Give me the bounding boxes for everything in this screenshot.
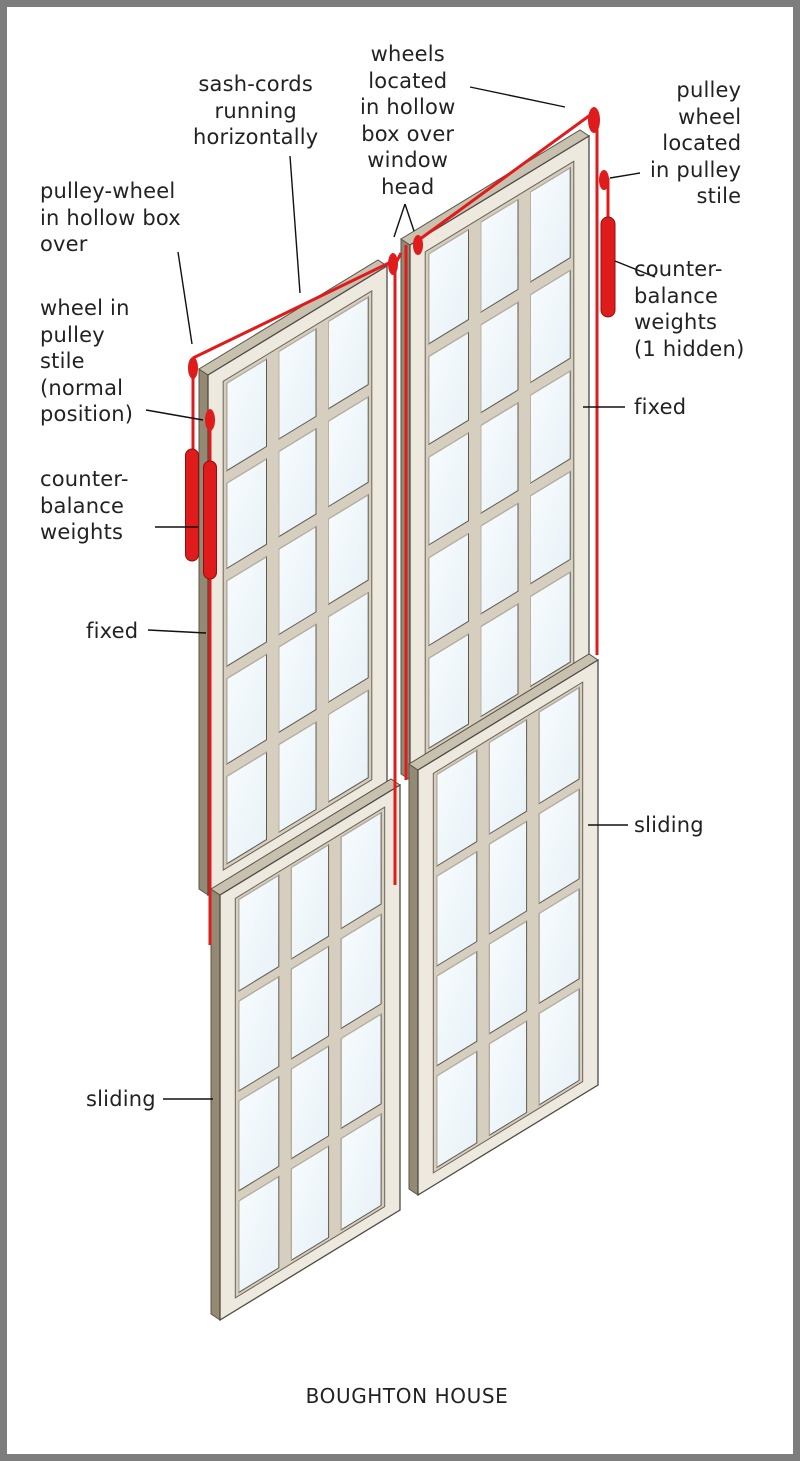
sash-windows bbox=[198, 129, 599, 1322]
leader-line bbox=[177, 251, 193, 345]
window-illustration bbox=[145, 86, 656, 1322]
label-fixed-right: fixed bbox=[634, 395, 687, 419]
leader-line bbox=[404, 203, 415, 232]
label-wheels-hollow-box: wheels located in hollow box over window… bbox=[360, 42, 456, 199]
leader-line bbox=[609, 172, 641, 179]
left-fixed-sash bbox=[198, 259, 388, 897]
label-fixed-left: fixed bbox=[86, 619, 139, 643]
pulley-wheel bbox=[413, 235, 423, 255]
counter-balance-weight bbox=[185, 448, 199, 562]
leader-line bbox=[289, 155, 301, 294]
pulley-wheel bbox=[599, 170, 609, 190]
sash-cord bbox=[415, 111, 594, 244]
sash-cord bbox=[192, 259, 394, 360]
caption-boughton-house: BOUGHTON HOUSE bbox=[305, 1384, 509, 1408]
right-fixed-sash bbox=[400, 129, 590, 782]
leader-line bbox=[469, 86, 566, 108]
leader-line bbox=[614, 260, 656, 278]
counter-balance-weight bbox=[600, 216, 616, 318]
label-pulley-wheel-located: pulley wheel located in pulley stile bbox=[650, 78, 742, 208]
sash-cords-and-weights bbox=[185, 107, 616, 945]
left-sliding-sash bbox=[210, 778, 401, 1322]
pulley-wheel bbox=[188, 357, 198, 379]
label-sliding-left: sliding bbox=[86, 1087, 156, 1111]
label-counter-balance-weights-left: counter- balance weights bbox=[40, 467, 129, 544]
pulley-wheel bbox=[388, 253, 398, 275]
leader-line bbox=[145, 409, 204, 421]
leader-line bbox=[147, 629, 207, 634]
right-sliding-sash bbox=[408, 653, 599, 1197]
pulley-wheel bbox=[588, 107, 600, 133]
leader-lines bbox=[145, 86, 656, 1100]
label-wheel-in-pulley-stile: wheel in pulley stile (normal position) bbox=[40, 296, 134, 426]
label-sash-cords: sash-cords running horizontally bbox=[193, 72, 319, 149]
label-counter-balance-weights-right: counter- balance weights (1 hidden) bbox=[634, 257, 745, 361]
pulley-wheel bbox=[205, 409, 215, 431]
label-pulley-wheel-hollow-box: pulley-wheel in hollow box over bbox=[40, 179, 181, 256]
counter-balance-weight bbox=[203, 460, 217, 580]
leader-line bbox=[393, 203, 406, 238]
label-sliding-right: sliding bbox=[634, 813, 704, 837]
